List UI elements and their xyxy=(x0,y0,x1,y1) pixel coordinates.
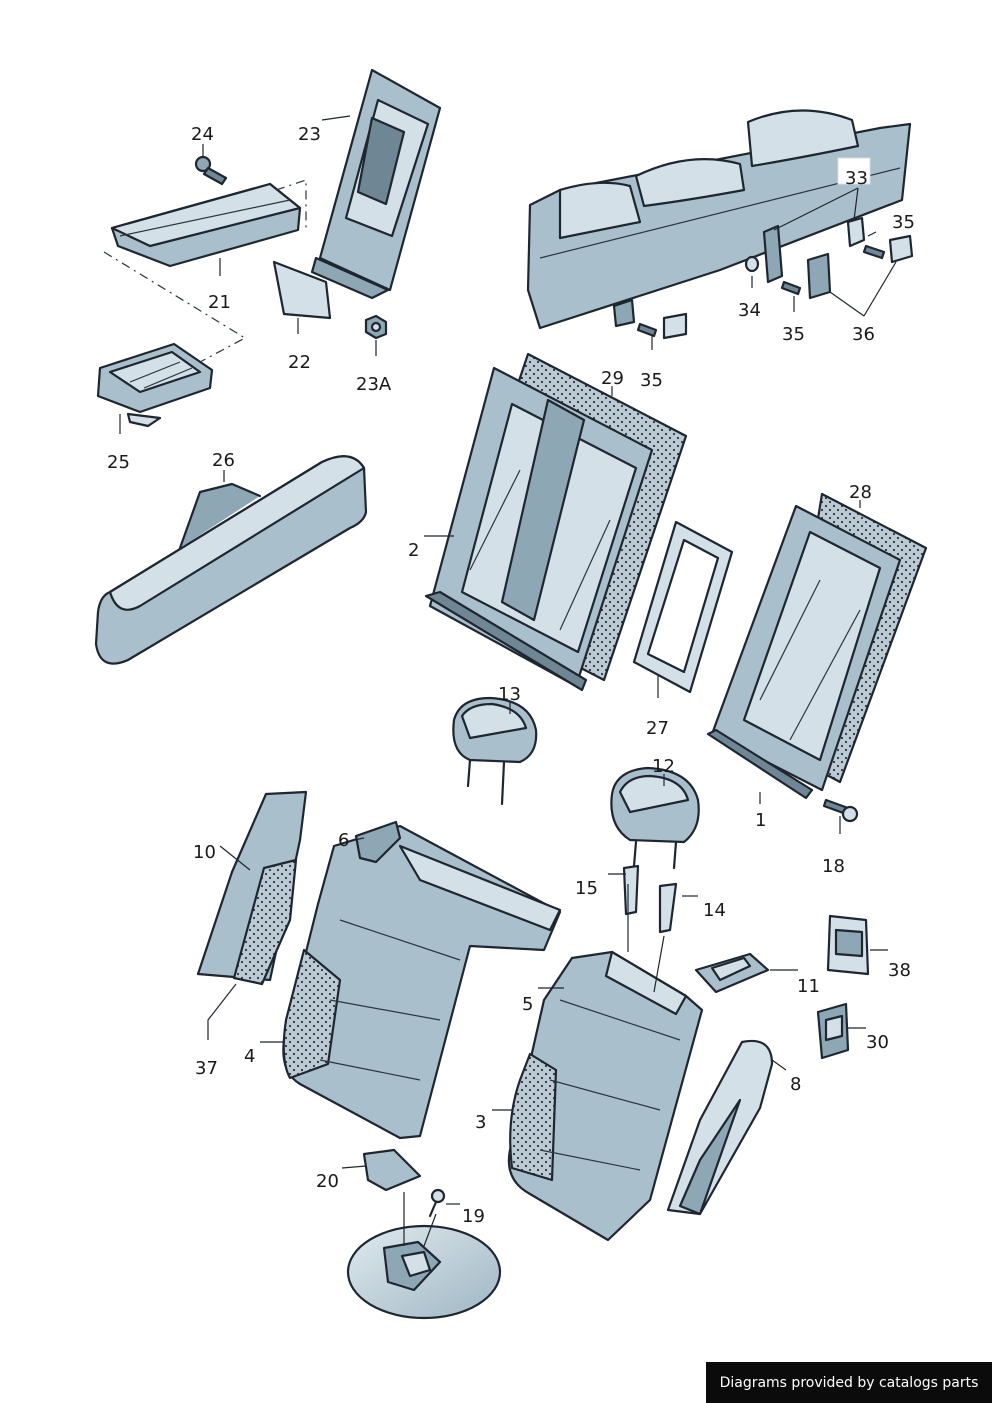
backrest-cover-part-4 xyxy=(282,824,562,1140)
callout-30: 30 xyxy=(866,1032,889,1053)
callout-23a: 23A xyxy=(356,374,392,395)
headrest-part-12 xyxy=(610,766,700,870)
side-trim-part-10 xyxy=(196,790,308,986)
callout-1: 1 xyxy=(755,810,766,831)
bolt-parts-35 xyxy=(612,244,886,338)
callout-18: 18 xyxy=(822,856,845,877)
callout-5: 5 xyxy=(522,994,533,1015)
callout-21: 21 xyxy=(208,292,231,313)
callout-10: 10 xyxy=(193,842,216,863)
backrest-frame-part-2 xyxy=(424,366,654,692)
callout-26: 26 xyxy=(212,450,235,471)
hinge-detail-view xyxy=(346,1224,502,1320)
screw-part-19 xyxy=(428,1188,446,1218)
callout-36: 36 xyxy=(852,324,875,345)
guide-sleeve-part-14 xyxy=(658,882,678,934)
rear-seat-bench-assembly xyxy=(526,109,912,330)
cup-holder-part-25 xyxy=(96,342,214,428)
callout-22: 22 xyxy=(288,352,311,373)
backrest-cover-part-3 xyxy=(507,950,704,1242)
guide-sleeve-part-15 xyxy=(622,864,640,916)
side-trim-part-8 xyxy=(666,1039,774,1216)
frame-insert-part-27 xyxy=(632,520,734,694)
callout-20: 20 xyxy=(316,1171,339,1192)
screw-part-24 xyxy=(194,155,228,186)
callout-23: 23 xyxy=(298,124,321,145)
cover-plate-part-22 xyxy=(272,260,332,320)
callout-37: 37 xyxy=(195,1058,218,1079)
callout-28: 28 xyxy=(849,482,872,503)
callout-3: 3 xyxy=(475,1112,486,1133)
callout-6: 6 xyxy=(338,830,349,851)
callout-35-left: 35 xyxy=(640,370,663,391)
callout-33-box: 33 xyxy=(837,157,871,189)
hook-part-36 xyxy=(662,234,914,340)
credit-text: Diagrams provided by catalogs parts xyxy=(719,1374,979,1391)
callout-15: 15 xyxy=(575,878,598,899)
callout-35-middle: 35 xyxy=(782,324,805,345)
clip-part-6 xyxy=(354,820,402,864)
callout-27: 27 xyxy=(646,718,669,739)
bracket-part-38 xyxy=(826,914,870,976)
callout-35-right: 35 xyxy=(892,212,915,233)
armrest-frame-part-23 xyxy=(310,68,442,300)
leader-lines xyxy=(119,115,897,1247)
callout-33: 33 xyxy=(845,168,868,189)
credit-banner: Diagrams provided by catalogs parts xyxy=(706,1362,992,1403)
bracket-part-33 xyxy=(762,216,866,284)
hinge-part-20 xyxy=(362,1148,422,1192)
latch-part-30 xyxy=(816,1002,850,1060)
callout-38: 38 xyxy=(888,960,911,981)
backrest-frame-part-1 xyxy=(706,504,902,800)
nut-part-23a xyxy=(364,314,388,340)
side-bolster-part-26 xyxy=(94,455,368,665)
washer-part-34 xyxy=(744,255,760,273)
headrest-part-13 xyxy=(452,696,538,806)
callout-13: 13 xyxy=(498,684,521,705)
callout-12: 12 xyxy=(652,756,675,777)
callout-24: 24 xyxy=(191,124,214,145)
callout-14: 14 xyxy=(703,900,726,921)
callout-34: 34 xyxy=(738,300,761,321)
callout-19: 19 xyxy=(462,1206,485,1227)
armrest-cover-part-21 xyxy=(110,182,302,268)
callout-8: 8 xyxy=(790,1074,801,1095)
bolt-part-18 xyxy=(822,798,859,823)
callout-labels: 24 23 21 22 23A 25 26 2 29 27 28 1 18 13… xyxy=(107,124,915,1227)
callout-29: 29 xyxy=(601,368,624,389)
callout-25: 25 xyxy=(107,452,130,473)
callout-2: 2 xyxy=(408,540,419,561)
trim-part-11 xyxy=(694,952,770,994)
callout-4: 4 xyxy=(244,1046,255,1067)
callout-11: 11 xyxy=(797,976,820,997)
